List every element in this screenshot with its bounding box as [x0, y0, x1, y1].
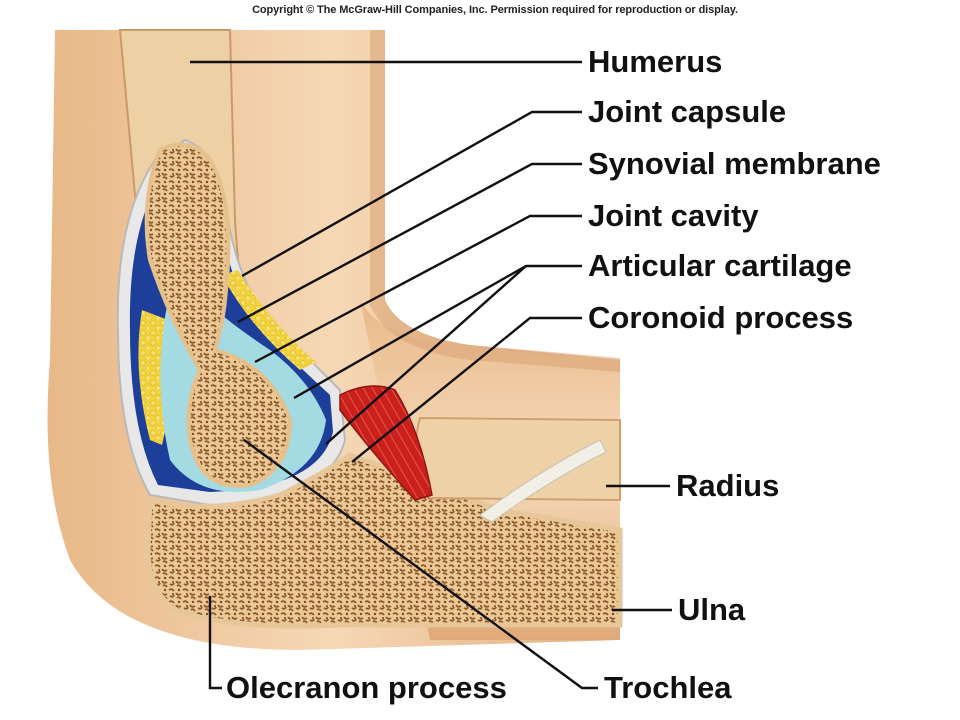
humerus-spongy-bone [144, 142, 293, 488]
label-synovial-membrane: Synovial membrane [588, 146, 881, 181]
label-olecranon-process: Olecranon process [226, 670, 507, 705]
muscle [339, 385, 433, 501]
label-joint-cavity: Joint cavity [588, 198, 759, 233]
label-humerus: Humerus [588, 44, 722, 79]
radius-tendon [479, 439, 607, 523]
leader-lines [190, 60, 672, 690]
label-joint-capsule: Joint capsule [588, 94, 786, 129]
skin-fold [370, 30, 620, 372]
label-coronoid-process: Coronoid process [588, 300, 853, 335]
fat-pad-anterior [222, 270, 316, 370]
label-radius: Radius [676, 468, 779, 503]
copyright-notice: Copyright © The McGraw-Hill Companies, I… [252, 4, 738, 16]
label-articular-cartilage: Articular cartilage [588, 248, 852, 283]
label-trochlea: Trochlea [604, 670, 732, 705]
label-ulna: Ulna [678, 592, 746, 627]
